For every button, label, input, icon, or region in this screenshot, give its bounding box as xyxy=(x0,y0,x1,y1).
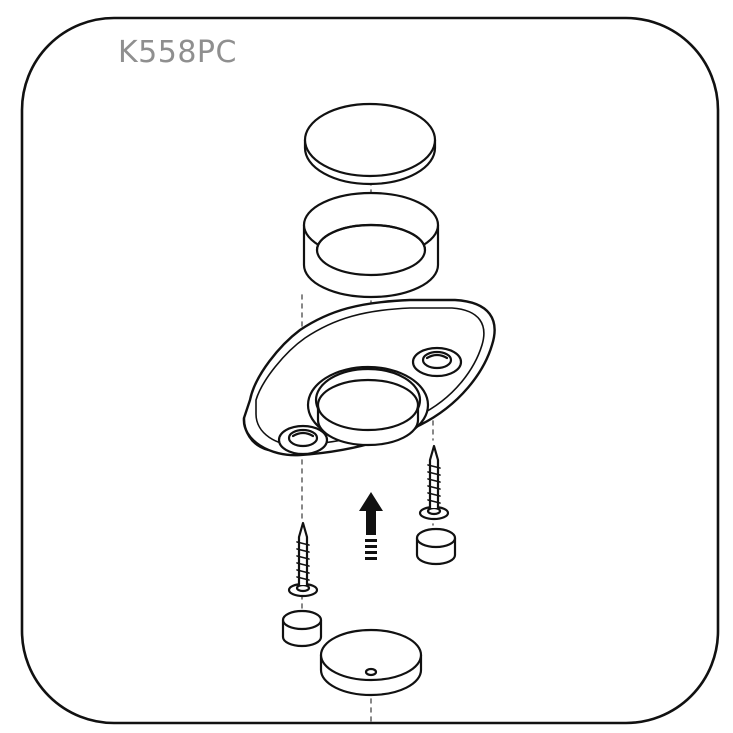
up-arrow-icon xyxy=(359,492,383,560)
base-plate-icon xyxy=(242,298,496,457)
screw-icon xyxy=(418,444,450,521)
bumper-disc-icon xyxy=(319,628,423,697)
plug-cap-icon xyxy=(281,609,323,648)
screw-icon xyxy=(287,521,319,598)
cover-cap-icon xyxy=(303,102,437,186)
model-code-label: K558PC xyxy=(118,35,237,70)
plug-cap-icon xyxy=(415,527,457,566)
ring-sleeve-icon xyxy=(302,191,440,299)
diagram-border xyxy=(20,16,720,725)
